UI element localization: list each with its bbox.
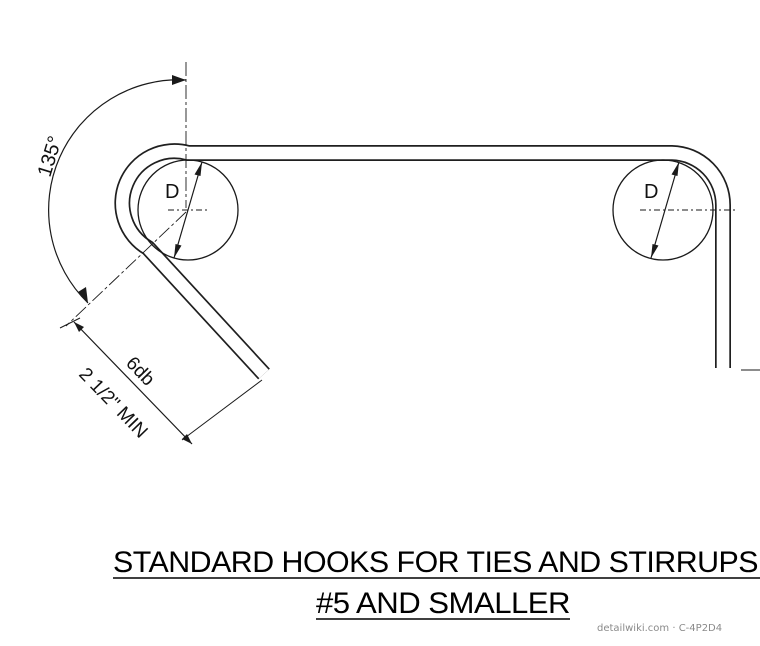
arrowhead bbox=[671, 162, 679, 176]
angle-label: 135° bbox=[34, 133, 67, 179]
arrowhead bbox=[651, 244, 659, 258]
arrowhead bbox=[78, 287, 88, 303]
arrowhead bbox=[172, 75, 186, 85]
centerline-diagonal bbox=[65, 211, 187, 327]
rebar-tie bbox=[114, 143, 731, 380]
diameter-line-right bbox=[650, 161, 680, 259]
diameter-line-left bbox=[173, 161, 203, 259]
extension-dim-line bbox=[73, 321, 193, 445]
rebar-outline bbox=[114, 143, 731, 380]
arrowhead bbox=[194, 162, 202, 176]
bend-circle-right bbox=[612, 159, 735, 261]
arrowhead bbox=[174, 244, 182, 258]
title-line-1: STANDARD HOOKS FOR TIES AND STIRRUPS bbox=[113, 546, 758, 579]
title-block: STANDARD HOOKS FOR TIES AND STIRRUPS #5 … bbox=[113, 546, 760, 620]
extension-dimension bbox=[59, 317, 263, 445]
title-line-2: #5 AND SMALLER bbox=[316, 587, 570, 620]
angle-dimension bbox=[48, 75, 187, 304]
bend-circle-left bbox=[137, 159, 239, 261]
diameter-label-left: D bbox=[165, 181, 179, 203]
diameter-label-right: D bbox=[644, 181, 658, 203]
angle-arc bbox=[48, 79, 187, 304]
watermark-text: detailwiki.com · C-4P2D4 bbox=[597, 623, 722, 634]
extension-label: 6db bbox=[121, 353, 158, 390]
arrowhead bbox=[182, 434, 192, 444]
rebar-fill bbox=[116, 144, 730, 379]
arrowhead bbox=[74, 322, 84, 332]
